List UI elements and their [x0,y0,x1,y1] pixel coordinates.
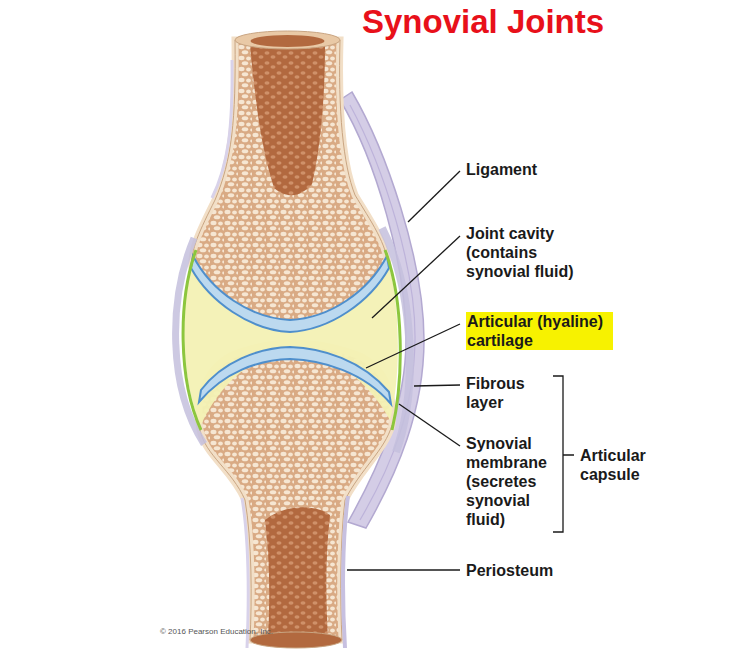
part-label: Fibrous layer [466,374,556,412]
leader-line [366,324,460,368]
synovial-membrane [183,250,201,430]
copyright-note: © 2016 Pearson Education, Inc. [160,627,273,637]
leader-line [414,385,460,386]
leader-line [347,569,460,570]
leader-line [372,236,460,318]
periosteum [242,498,248,648]
upper-cut-marrow [251,35,325,47]
part-label: Synovial membrane (secretes synovial flu… [466,434,556,529]
periosteum [343,496,348,648]
capsule-bracket [553,376,574,532]
leader-line [408,171,460,222]
part-label: Articular (hyaline) cartilage [466,312,613,350]
upper-bone [192,40,388,328]
fibrous-layer [382,228,410,452]
leader-line [399,404,460,446]
part-label: Ligament [466,160,537,179]
part-label: Periosteum [466,561,553,580]
part-label: Joint cavity (contains synovial fluid) [466,224,584,281]
diagram-title: Synovial Joints [362,3,604,41]
upper-cartilage [191,256,389,332]
lower-cartilage [199,347,391,404]
lower-bone [199,343,393,640]
lower-bone-outline [200,425,392,640]
fibrous-layer [176,238,204,444]
synovial-membrane [385,250,400,430]
periosteum [212,60,232,198]
lower-marrow-cavity [265,507,330,640]
upper-cut-surface [235,31,340,49]
upper-marrow-cavity [250,45,325,195]
bracket-label: Articular capsule [580,446,670,484]
upper-bone-outline [192,40,388,268]
